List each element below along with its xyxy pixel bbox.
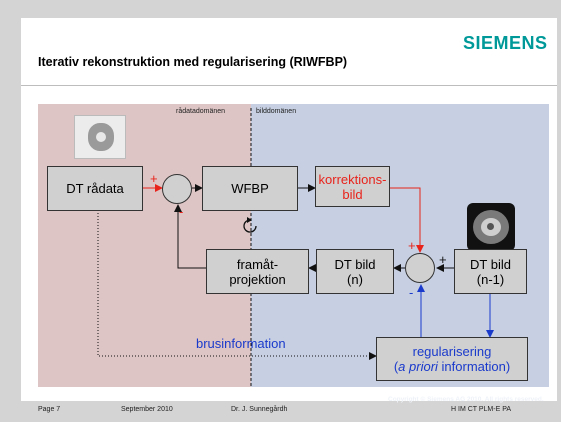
ct-image-n-minus-1-label-line1: DT bild (470, 256, 511, 272)
ct-image-n-label-line1: DT bild (334, 256, 376, 272)
raw-data-domain-label: rådatadomänen (176, 108, 226, 115)
footer-page: Page 7 (38, 406, 61, 413)
correction-image-box: korrektions- bild (315, 166, 390, 207)
forward-projection-box: framåt- projektion (206, 249, 309, 294)
raw-data-thumbnail (74, 115, 126, 159)
copyright-notice: Copyright © Siemens AG 2010. All rights … (388, 396, 544, 403)
footer-author: Dr. J. Sunnegårdh (231, 406, 288, 413)
ct-image-n-minus-1-label-line2: (n-1) (476, 271, 505, 287)
raw-data-domain-panel (38, 104, 251, 387)
ct-image-thumbnail (467, 203, 515, 251)
forward-projection-label-line2: projektion (229, 271, 286, 287)
footer-date: September 2010 (121, 406, 173, 413)
summation-node-2 (405, 253, 435, 283)
title-divider (21, 85, 557, 86)
correction-image-label-line2: bild (342, 186, 363, 202)
sum1-minus-sign: - (179, 204, 184, 219)
reg-information: information) (437, 359, 511, 374)
sum2-plus-right-sign: + (439, 252, 447, 267)
regularization-box: regularisering (a priori information) (376, 337, 528, 381)
sum2-plus-top-sign: + (408, 238, 416, 253)
correction-image-label-line1: korrektions- (318, 171, 387, 187)
forward-projection-label-line1: framåt- (236, 256, 279, 272)
slide-title: Iterativ rekonstruktion med regulariseri… (38, 55, 348, 69)
dt-raw-data-box: DT rådata (47, 166, 143, 211)
image-domain-label: bilddomänen (256, 108, 297, 115)
reg-paren-open: ( (393, 359, 399, 374)
summation-node-1 (162, 174, 192, 204)
reg-a-priori: a priori (398, 359, 438, 374)
ct-image-n-label-line2: (n) (347, 271, 363, 287)
wfbp-box: WFBP (202, 166, 298, 211)
wfbp-label: WFBP (231, 181, 269, 196)
regularization-label-line1: regularisering (412, 344, 492, 359)
sum2-minus-sign: - (409, 285, 414, 300)
noise-information-label: brusinformation (196, 336, 286, 351)
footer-department: H IM CT PLM-E PA (451, 406, 512, 413)
siemens-logo: SIEMENS (463, 33, 548, 53)
ct-image-n-minus-1-box: DT bild (n-1) (454, 249, 527, 294)
sum1-plus-sign: + (150, 171, 158, 186)
dt-raw-data-label: DT rådata (66, 181, 124, 196)
regularization-label-line2: (a priori information) (394, 359, 510, 374)
ct-image-n-box: DT bild (n) (316, 249, 394, 294)
